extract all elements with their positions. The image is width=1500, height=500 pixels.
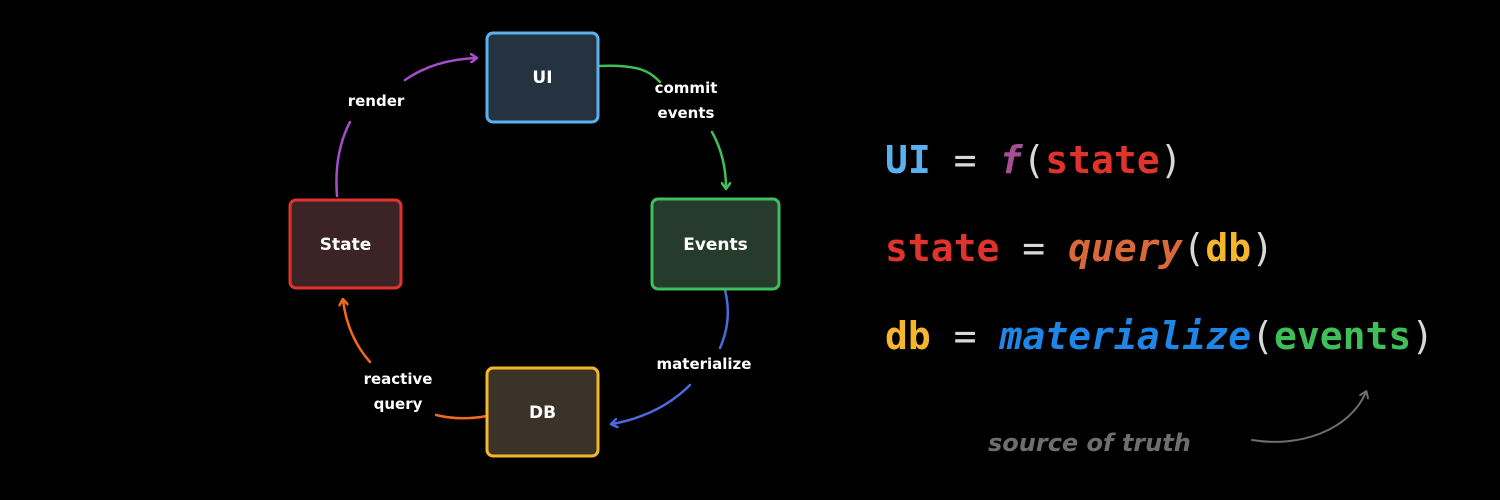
node-state-label: State (320, 235, 372, 255)
formula-db-open: ( (1251, 314, 1274, 358)
formula-state-open: ( (1182, 226, 1205, 270)
formula-state-close: ) (1251, 226, 1274, 270)
node-db-label: DB (529, 403, 556, 423)
edge-reactive-label-line1: reactive (364, 370, 433, 388)
formula-ui-fn: f (999, 138, 1023, 182)
formula-ui-open: ( (1022, 138, 1045, 182)
edge-render: render (335, 58, 476, 198)
edge-commit-events-arrow (596, 64, 726, 188)
edge-materialize: materialize (612, 288, 752, 424)
annotation-source-of-truth: source of truth (988, 392, 1366, 457)
node-events-label: Events (683, 235, 748, 255)
formula-state-lhs: state (885, 226, 999, 270)
edge-render-label: render (348, 92, 405, 110)
node-db-box (485, 366, 600, 458)
edge-reactive-query: reactive query (343, 300, 489, 420)
formula-state-fn: query (1068, 226, 1184, 270)
edge-commit-events: commit events (596, 64, 726, 188)
formula-ui-eq: = (954, 138, 977, 182)
formula-db: db = materialize(events) (885, 314, 1434, 358)
formula-db-close: ) (1411, 314, 1434, 358)
annotation-text: source of truth (988, 429, 1191, 457)
node-events-box (650, 197, 781, 291)
node-state: State (288, 198, 403, 290)
node-state-box (288, 198, 403, 290)
node-ui-box (485, 31, 600, 124)
formula-ui-lhs: UI (885, 138, 931, 182)
formula-ui-arg: state (1045, 138, 1159, 182)
edge-materialize-arrow (612, 288, 729, 424)
formula-state: state = query(db) (885, 226, 1274, 270)
node-db: DB (485, 366, 600, 458)
formula-ui: UI = f(state) (885, 138, 1183, 182)
annotation-arrow (1251, 392, 1366, 443)
node-ui-label: UI (532, 68, 552, 88)
formula-db-fn: materialize (998, 314, 1251, 358)
formula-state-eq: = (1022, 226, 1045, 270)
edge-commit-label-line2: events (658, 104, 715, 122)
formula-db-arg: events (1274, 314, 1411, 358)
edge-reactive-label-line2: query (374, 395, 423, 413)
node-ui: UI (485, 31, 600, 124)
edge-materialize-label: materialize (657, 355, 752, 373)
edge-render-arrow (335, 58, 476, 198)
edge-commit-label-line1: commit (655, 79, 718, 97)
edge-reactive-query-arrow (343, 300, 489, 420)
formula-state-arg: db (1205, 226, 1251, 270)
formula-db-eq: = (954, 314, 977, 358)
formula-db-lhs: db (885, 314, 931, 358)
formula-ui-close: ) (1160, 138, 1183, 182)
node-events: Events (650, 197, 781, 291)
